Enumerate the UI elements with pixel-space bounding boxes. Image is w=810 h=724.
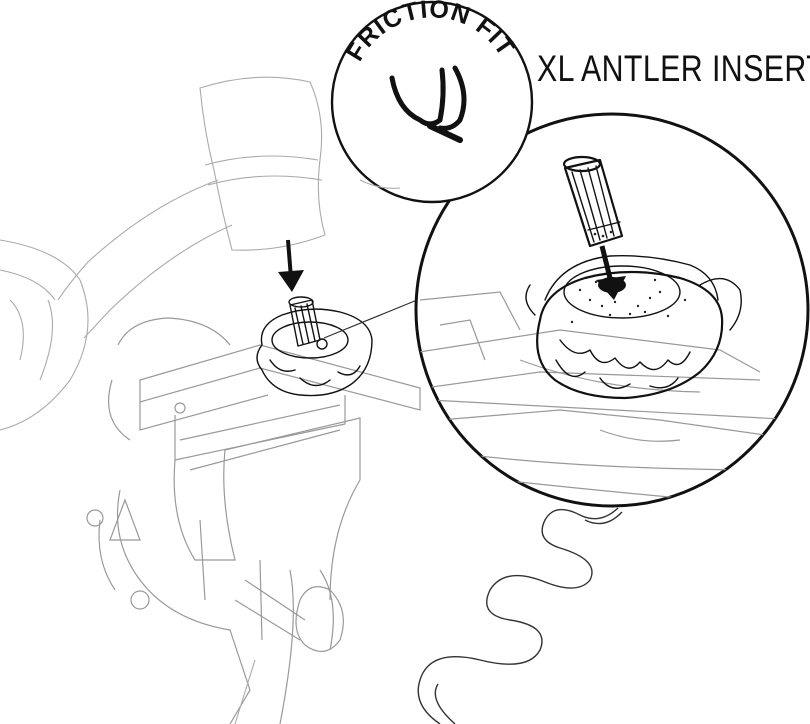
callout-leader [324,298,422,338]
squiggle-line [418,508,618,724]
friction-fit-badge: FRICTION FIT [332,0,532,202]
down-arrow-small [278,240,304,292]
page-title: XL ANTLER INSERT [537,48,810,90]
vise-sketch [0,77,420,724]
